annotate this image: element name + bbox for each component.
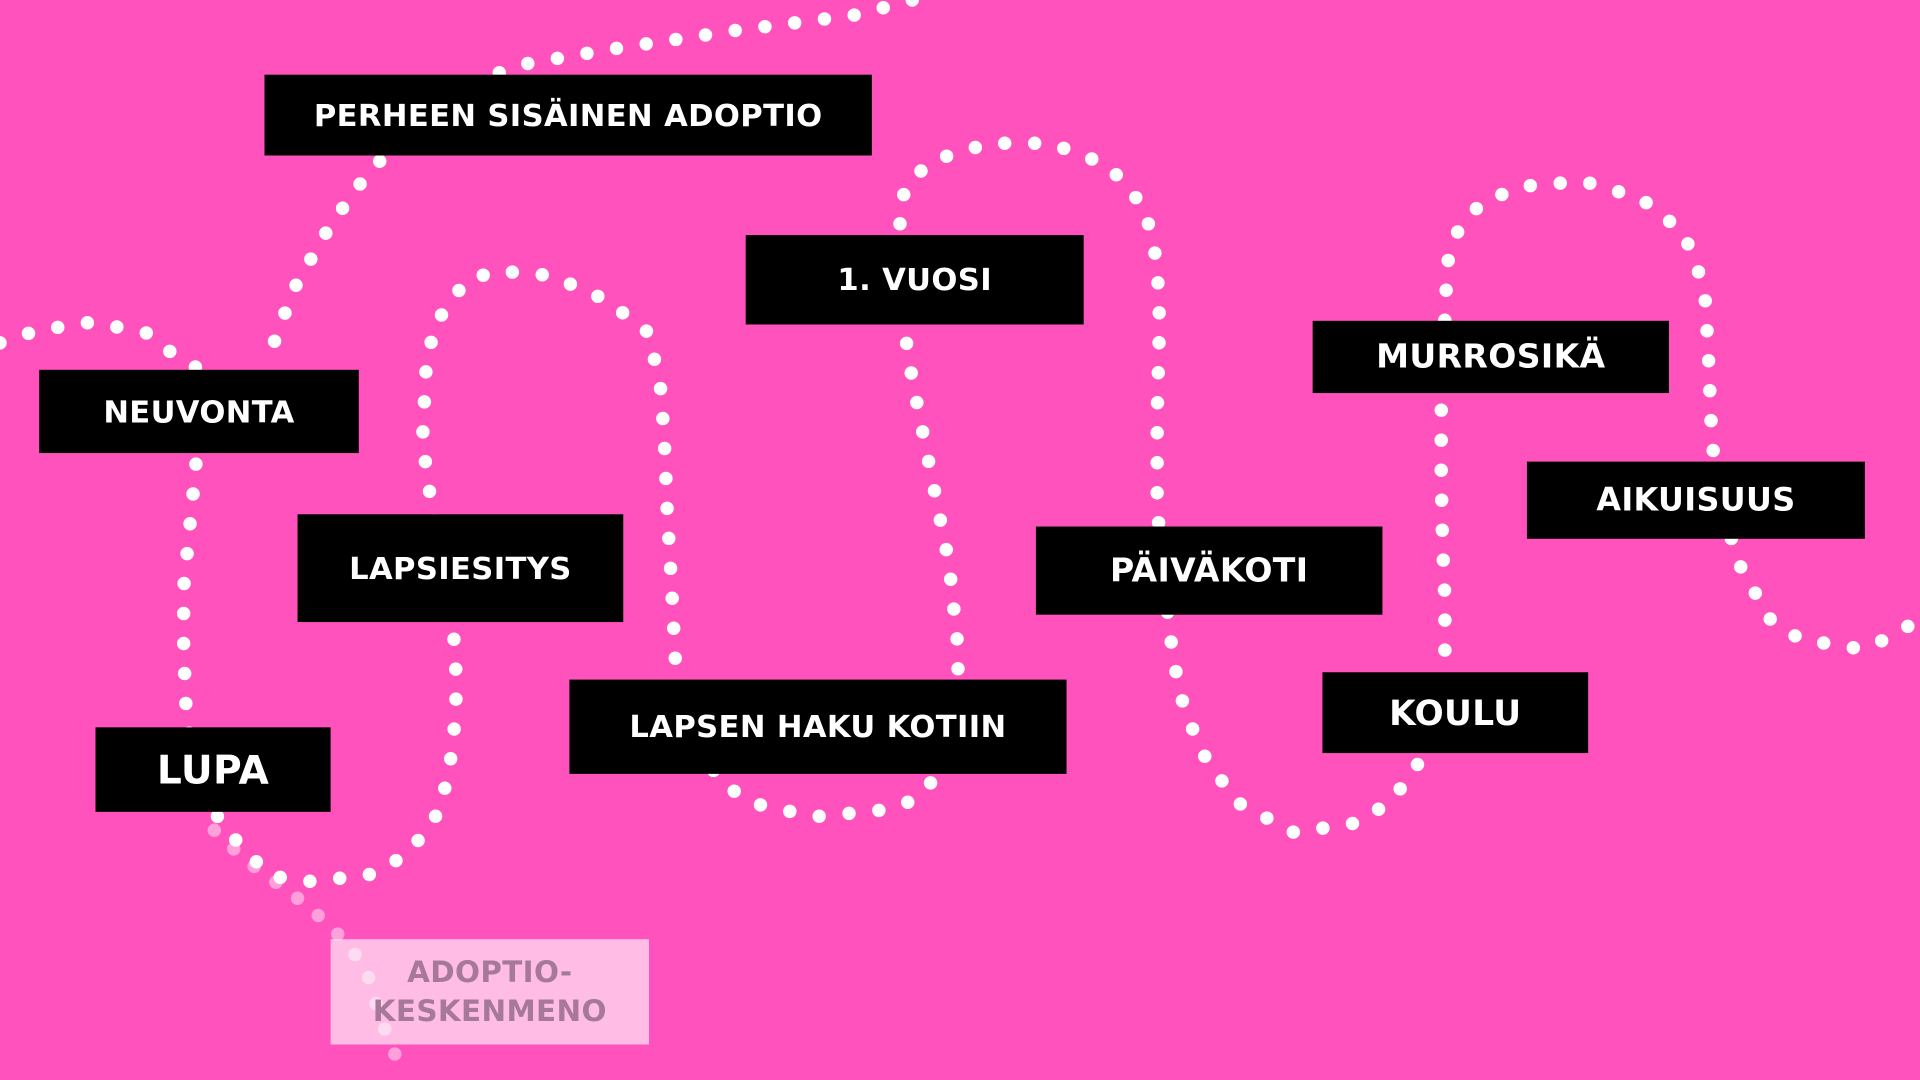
stage-aikuisuus: AIKUISUUS	[1526, 461, 1865, 539]
stage-lapsen-haku-kotiin: LAPSEN HAKU KOTIIN	[569, 679, 1067, 774]
stage-paivakoti: PÄIVÄKOTI	[1035, 526, 1383, 615]
branch-line1: ADOPTIO-	[407, 955, 573, 990]
branch-line2: KESKENMENO	[372, 994, 607, 1029]
stage-lupa: LUPA	[95, 727, 331, 812]
stage-1-vuosi: 1. VUOSI	[745, 235, 1084, 325]
stage-murrosika: MURROSIKÄ	[1312, 320, 1669, 394]
path-left-start	[0, 315, 203, 375]
stage-perheen-sisainen-adoptio: PERHEEN SISÄINEN ADOPTIO	[264, 74, 872, 156]
path-main	[176, 136, 1920, 889]
stage-neuvonta: NEUVONTA	[39, 369, 359, 454]
branch-adoptiokeskenmeno: ADOPTIO- KESKENMENO	[330, 939, 649, 1045]
stage-koulu: KOULU	[1322, 672, 1589, 754]
stage-lapsiesitys: LAPSIESITYS	[297, 514, 624, 623]
